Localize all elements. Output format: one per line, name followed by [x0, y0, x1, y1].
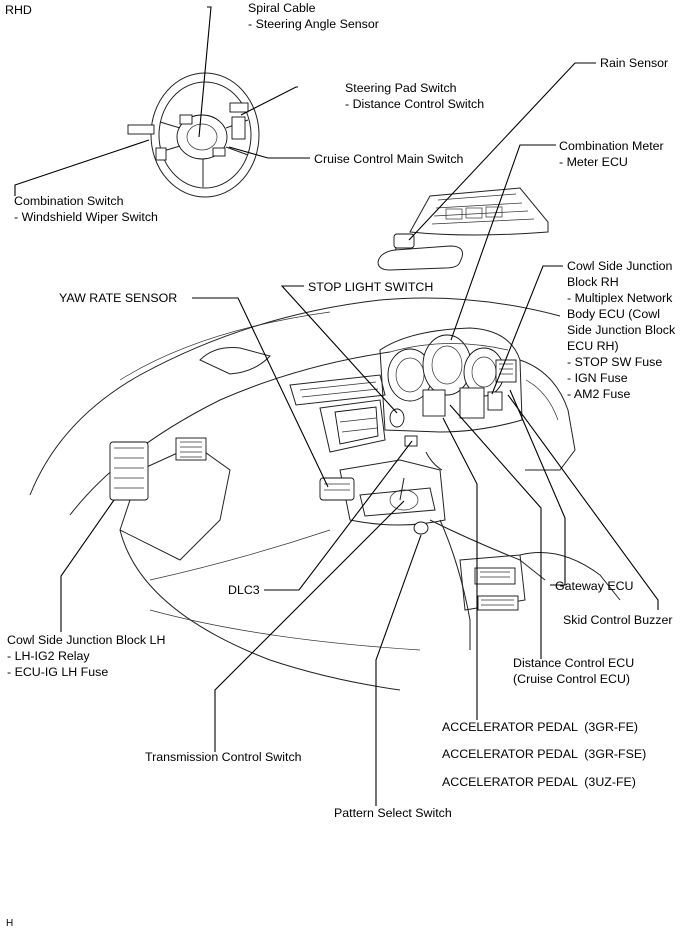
- label-transmission-control-switch: Transmission Control Switch: [145, 750, 302, 764]
- label-spiral-cable: Spiral Cable - Steering Angle Sensor: [248, 1, 379, 31]
- label-skid-control-buzzer: Skid Control Buzzer: [563, 613, 673, 627]
- label-accelerator-pedal-3uzfe: ACCELERATOR PEDAL (3UZ-FE): [442, 775, 636, 789]
- label-accelerator-pedal-3grfse: ACCELERATOR PEDAL (3GR-FSE): [442, 747, 647, 761]
- label-distance-control-ecu: Distance Control ECU (Cruise Control ECU…: [513, 656, 635, 686]
- page-mark: H: [6, 918, 14, 929]
- label-dlc3: DLC3: [228, 583, 260, 597]
- mirror-drawing: [377, 187, 549, 271]
- label-cowl-side-junction-block-rh: Cowl Side Junction Block RH - Multiplex …: [567, 259, 676, 401]
- label-steering-pad-switch: Steering Pad Switch - Distance Control S…: [345, 81, 485, 111]
- label-stop-light-switch: STOP LIGHT SWITCH: [308, 280, 434, 294]
- label-combination-switch: Combination Switch - Windshield Wiper Sw…: [14, 194, 158, 224]
- label-pattern-select-switch: Pattern Select Switch: [334, 806, 452, 820]
- label-gateway-ecu: Gateway ECU: [555, 579, 634, 593]
- label-yaw-rate-sensor: YAW RATE SENSOR: [59, 291, 178, 305]
- steering-wheel-drawing: [127, 72, 260, 198]
- label-accelerator-pedal-3grfe: ACCELERATOR PEDAL (3GR-FE): [442, 720, 638, 734]
- leader-lines: [14, 6, 659, 806]
- label-cowl-side-junction-block-lh: Cowl Side Junction Block LH - LH-IG2 Rel…: [7, 633, 166, 679]
- label-combination-meter: Combination Meter - Meter ECU: [559, 139, 664, 169]
- label-cruise-control-main-switch: Cruise Control Main Switch: [314, 152, 464, 166]
- label-rain-sensor: Rain Sensor: [600, 56, 669, 70]
- dashboard-drawing: [29, 297, 621, 691]
- label-rhd: RHD: [5, 3, 32, 17]
